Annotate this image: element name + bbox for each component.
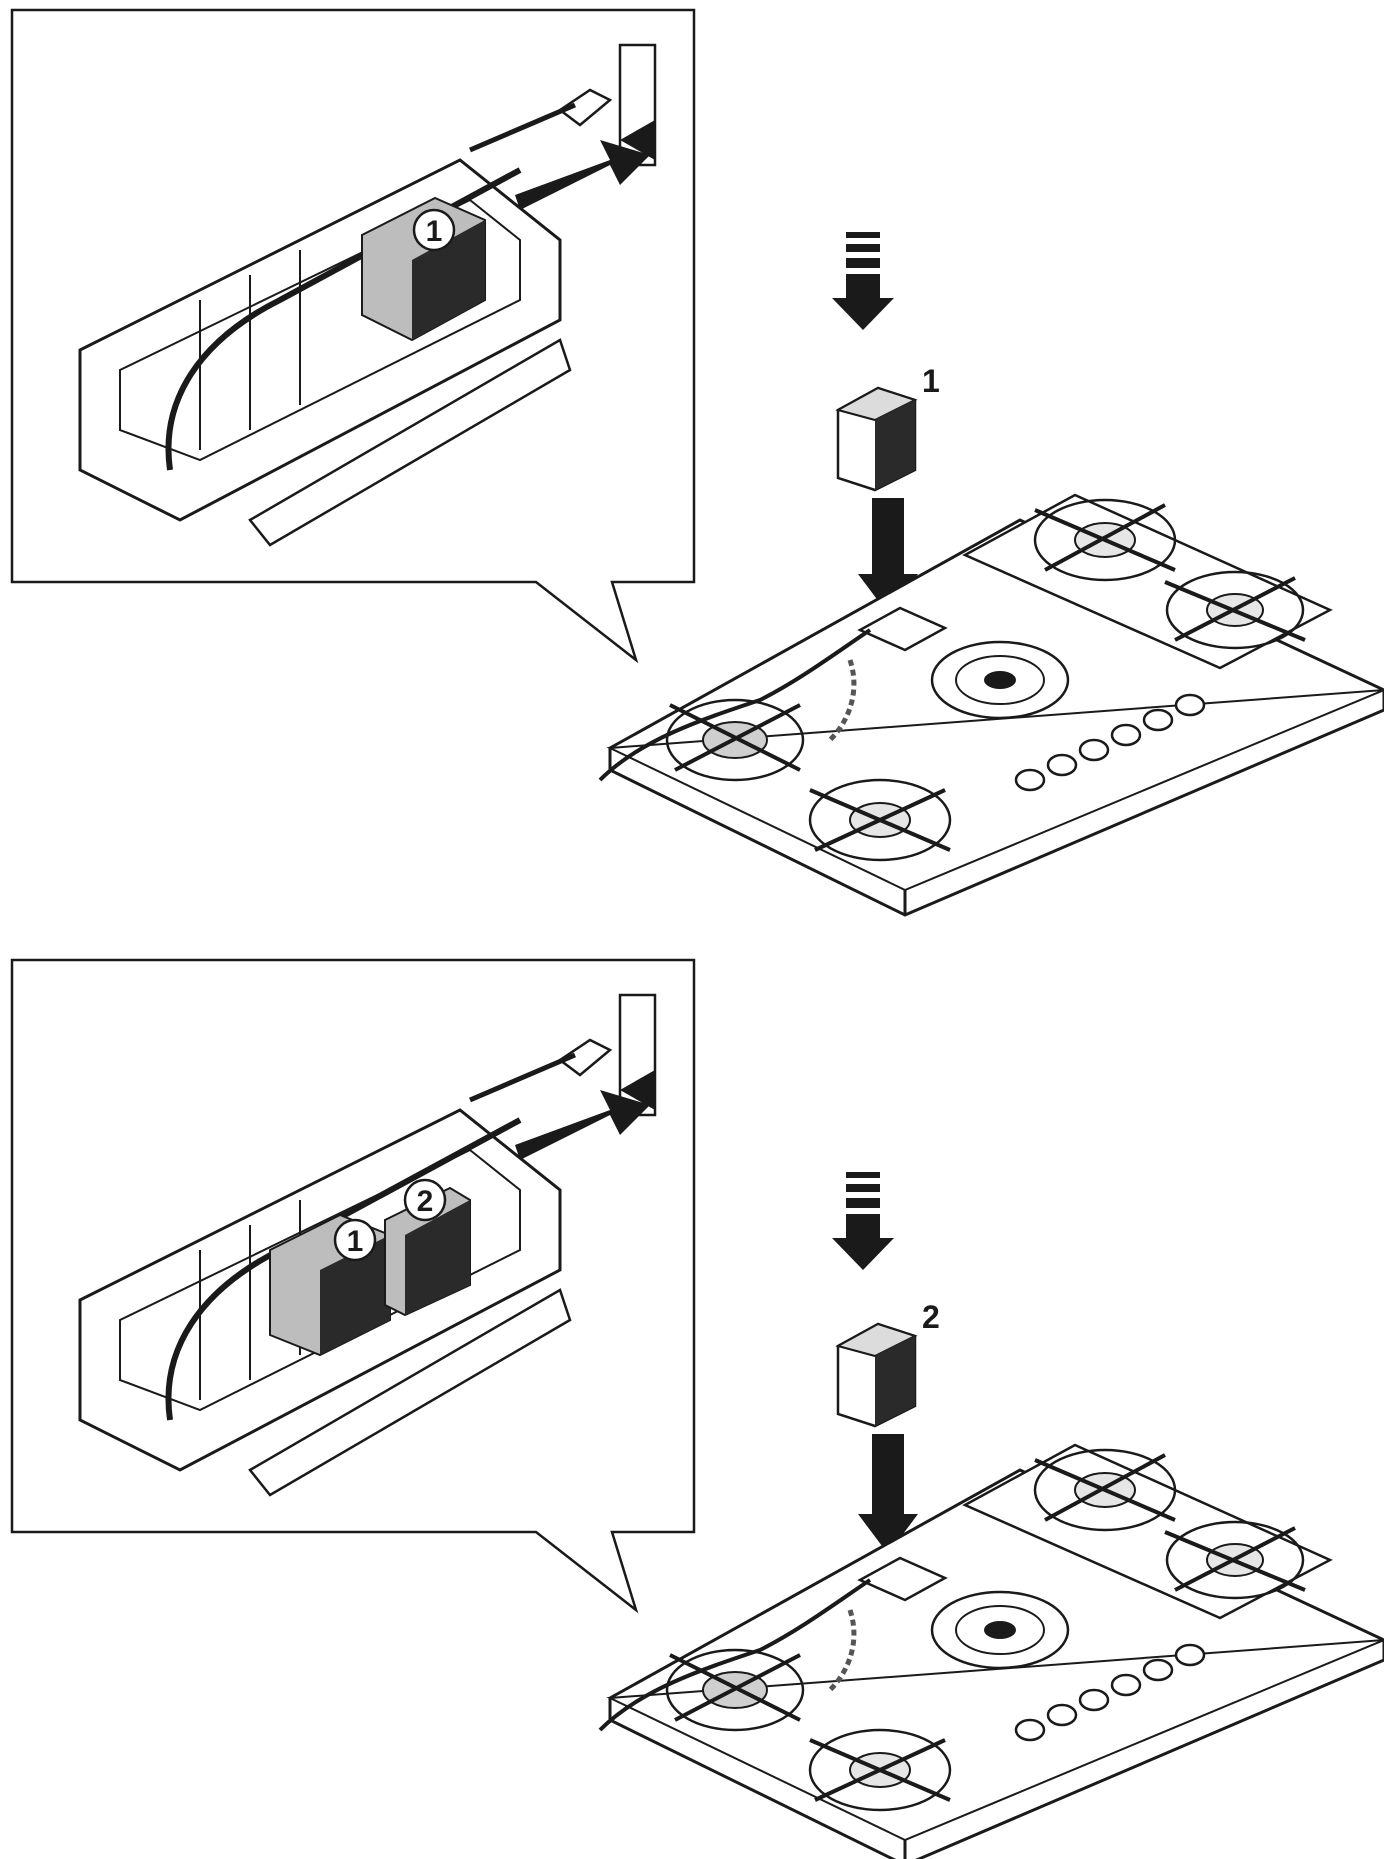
- step-1-panel: 1 1: [10, 8, 1384, 915]
- step-1-hob: [600, 495, 1384, 915]
- step-2-panel: 1 2 2: [10, 958, 1384, 1859]
- step-2-filter-item: [835, 1322, 918, 1428]
- step-1-installed-filter: 1: [361, 196, 486, 342]
- step-1-callout-marker-circle: [412, 208, 456, 252]
- step-1-item-label: 1: [922, 363, 940, 399]
- step-2-callout-marker-1: 1: [347, 1225, 364, 1258]
- step-2-marker-2-circle: [403, 1178, 447, 1222]
- step-2-installed-filters: 1 2: [269, 1178, 471, 1357]
- step-1-callout-marker: 1: [426, 215, 443, 248]
- step-2-insert-arrow-icon: [832, 1172, 894, 1270]
- step-2-item-label: 2: [922, 1299, 940, 1335]
- step-2-hob: [600, 1445, 1384, 1859]
- step-1-insert-arrow-icon: [832, 232, 894, 330]
- step-2-callout-marker-2: 2: [417, 1185, 434, 1218]
- step-1-filter-item: [835, 386, 918, 492]
- step-2-down-arrow-icon: [858, 1434, 918, 1554]
- step-2-marker-1-circle: [333, 1218, 377, 1262]
